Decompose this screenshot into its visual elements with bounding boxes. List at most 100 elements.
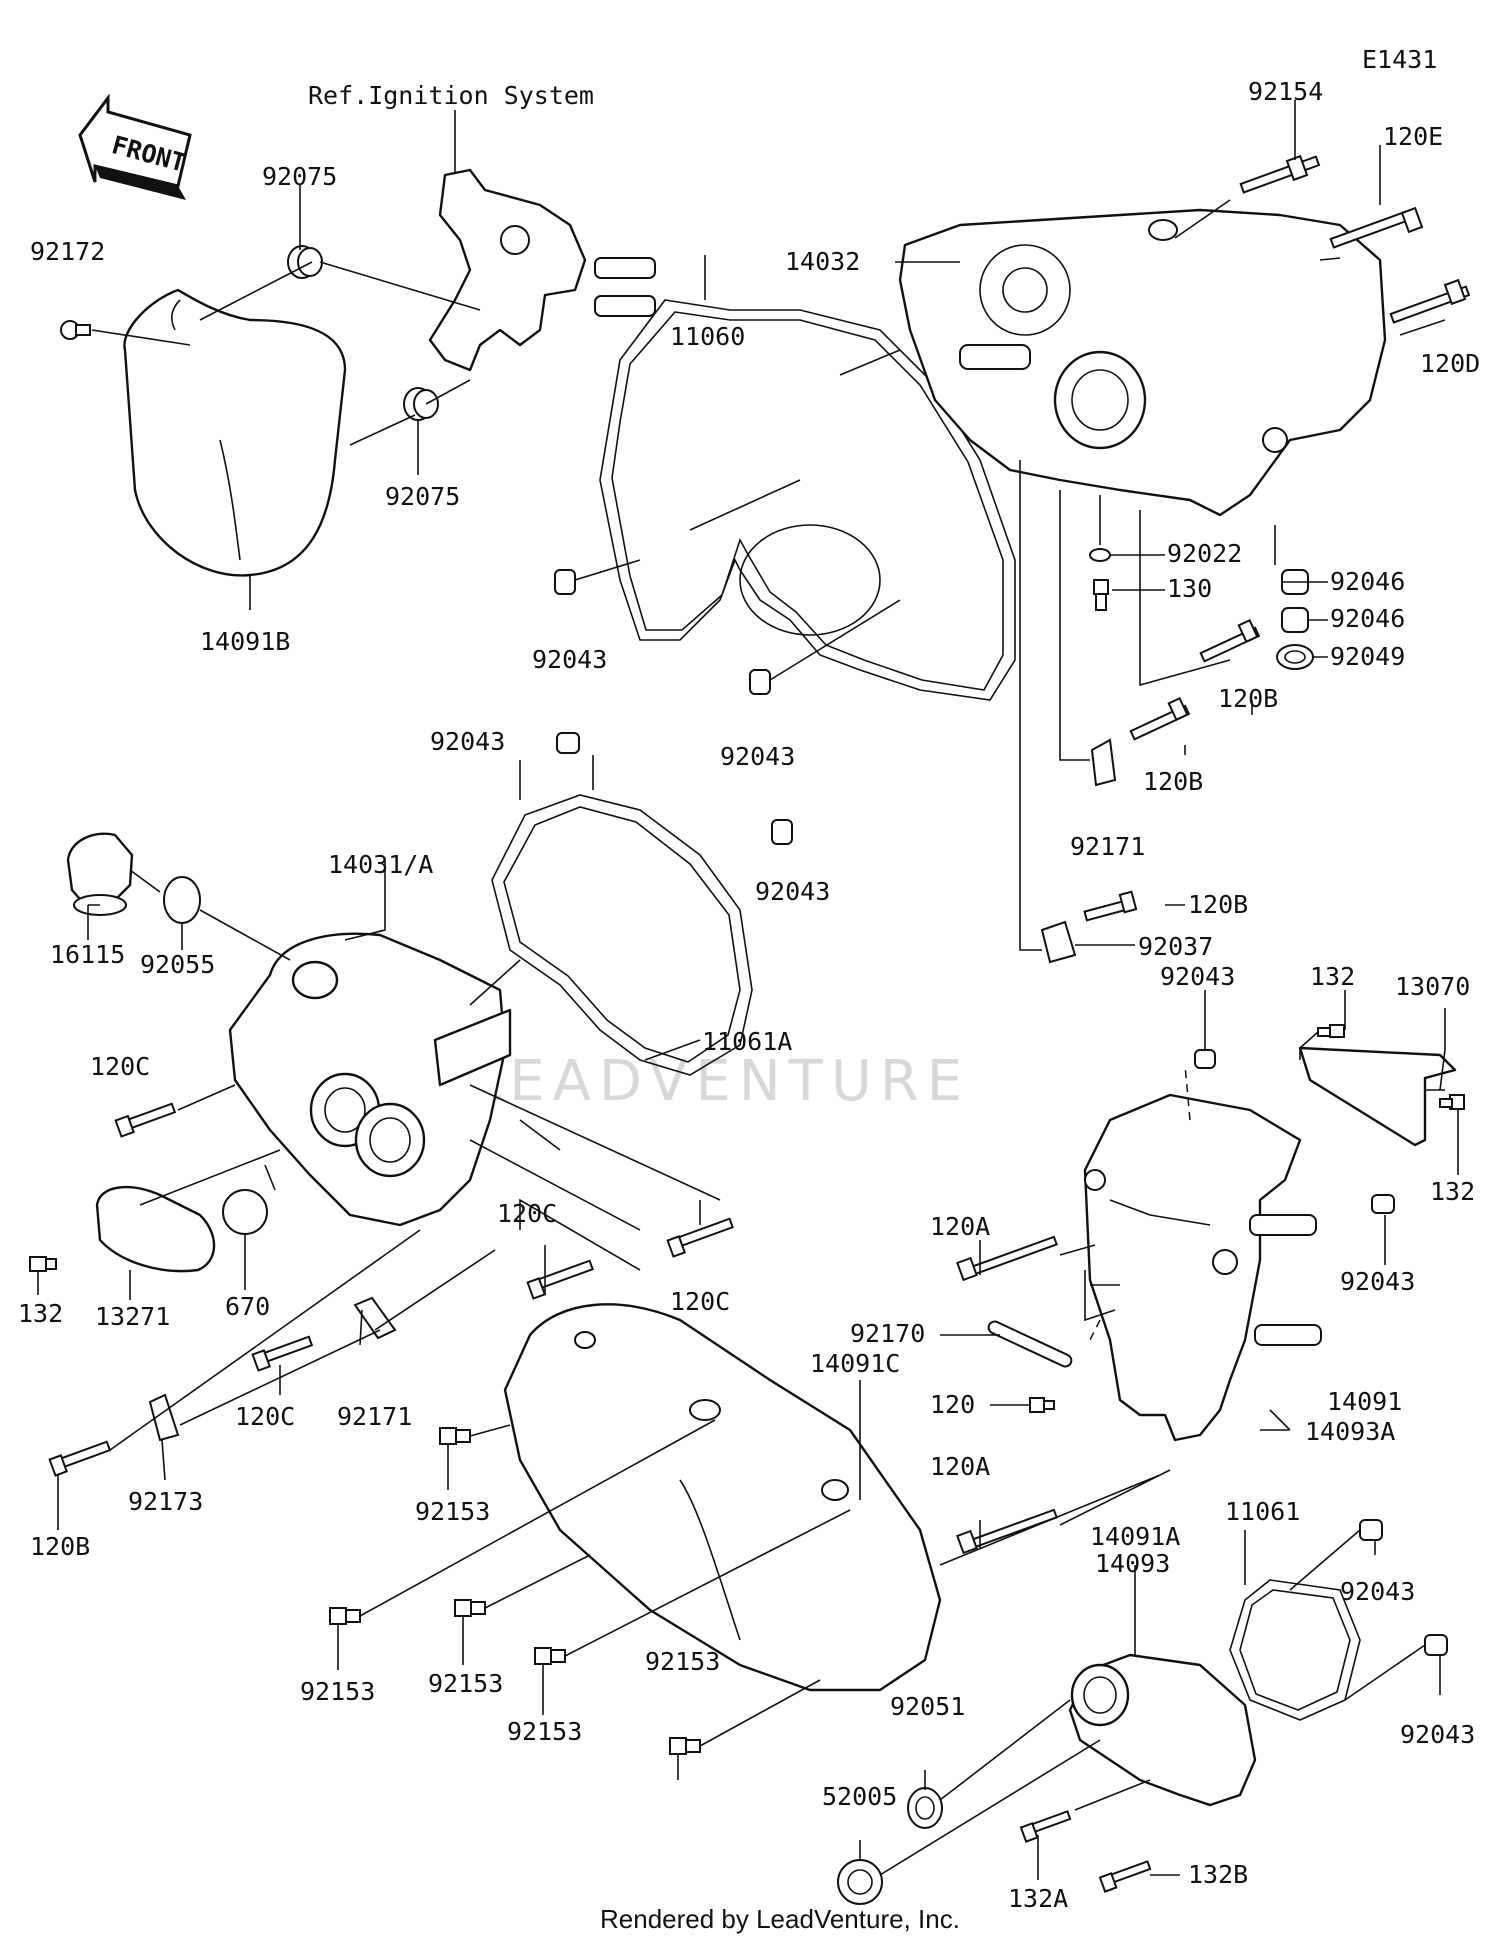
screw-132-c xyxy=(1439,1094,1465,1110)
gasket-11061A xyxy=(491,794,753,1076)
dowel-92043-a xyxy=(554,569,576,595)
bolt-120B-d xyxy=(48,1440,112,1477)
label-13271: 13271 xyxy=(95,1302,170,1331)
cover-13271 xyxy=(95,1185,216,1273)
label-92046-a: 92046 xyxy=(1330,567,1405,596)
bolt-92153-c xyxy=(454,1599,486,1617)
washer-92022 xyxy=(1089,548,1111,562)
label-92043-a: 92043 xyxy=(532,645,607,674)
screw-132-b xyxy=(1317,1024,1345,1038)
label-92170: 92170 xyxy=(850,1319,925,1348)
bolt-132B xyxy=(1098,1860,1152,1893)
label-92153-a: 92153 xyxy=(415,1497,490,1526)
dowel-92043-h xyxy=(1424,1634,1448,1656)
spacer-92046-b xyxy=(1281,607,1309,633)
label-14093A: 14093A xyxy=(1305,1417,1395,1446)
label-92153-c: 92153 xyxy=(428,1669,503,1698)
label-92171-a: 92171 xyxy=(1070,832,1145,861)
screw-132-a xyxy=(29,1256,57,1272)
label-14091C: 14091C xyxy=(810,1349,900,1378)
bolt-92154 xyxy=(1239,154,1321,194)
label-92049: 92049 xyxy=(1330,642,1405,671)
label-92043-c: 92043 xyxy=(430,727,505,756)
label-120B-a: 120B xyxy=(1218,684,1278,713)
label-130: 130 xyxy=(1167,574,1212,603)
dowel-92043-c xyxy=(556,732,580,754)
label-11061A: 11061A xyxy=(702,1027,792,1056)
label-120B-b: 120B xyxy=(1143,767,1203,796)
label-132-a: 132 xyxy=(1310,962,1355,991)
bolt-120C-a xyxy=(114,1102,177,1138)
dowel-92043-f xyxy=(1371,1194,1395,1214)
bolt-120C-c xyxy=(666,1217,734,1258)
label-92037: 92037 xyxy=(1138,932,1213,961)
rod-92170 xyxy=(987,1320,1073,1368)
dowel-92043-g xyxy=(1359,1519,1383,1541)
bolt-92153-a xyxy=(439,1427,471,1445)
o-ring-92055 xyxy=(163,876,201,924)
label-120C-b: 120C xyxy=(497,1199,557,1228)
label-92172: 92172 xyxy=(30,237,105,266)
label-92153-e: 92153 xyxy=(645,1647,720,1676)
seal-92051 xyxy=(907,1787,943,1829)
dowel-92043-e xyxy=(1194,1049,1216,1069)
label-120B-d: 120B xyxy=(30,1532,90,1561)
label-14093: 14093 xyxy=(1095,1549,1170,1578)
label-92046-b: 92046 xyxy=(1330,604,1405,633)
label-92043-h: 92043 xyxy=(1400,1720,1475,1749)
part-14091A-housing xyxy=(1068,1653,1257,1807)
part-14091C-cover xyxy=(503,1303,942,1692)
bolt-120B-a xyxy=(1199,618,1261,663)
label-14032: 14032 xyxy=(785,247,860,276)
label-14031A: 14031/A xyxy=(328,850,433,879)
label-120D: 120D xyxy=(1420,349,1480,378)
label-120C-d: 120C xyxy=(235,1402,295,1431)
clamp-92171-b xyxy=(353,1296,397,1340)
label-92051: 92051 xyxy=(890,1692,965,1721)
footer-credit: Rendered by LeadVenture, Inc. xyxy=(600,1904,960,1934)
label-132-b: 132 xyxy=(1430,1177,1475,1206)
watermark: LEADVENTURE xyxy=(470,1049,970,1114)
label-92043-e: 92043 xyxy=(1160,962,1235,991)
label-92075-bottom: 92075 xyxy=(385,482,460,511)
label-92153-b: 92153 xyxy=(300,1677,375,1706)
front-arrow-icon: FRONT xyxy=(78,93,192,200)
label-120: 120 xyxy=(930,1390,975,1419)
label-92043-g: 92043 xyxy=(1340,1577,1415,1606)
label-92055: 92055 xyxy=(140,950,215,979)
label-670: 670 xyxy=(225,1292,270,1321)
label-120C-a: 120C xyxy=(90,1052,150,1081)
label-16115: 16115 xyxy=(50,940,125,969)
label-92154: 92154 xyxy=(1248,77,1323,106)
part-14032-cover xyxy=(898,208,1387,517)
grommet-92075-top xyxy=(287,245,323,279)
cover-13070 xyxy=(1298,1046,1457,1147)
bolt-120E xyxy=(1329,206,1424,249)
label-120A-a: 120A xyxy=(930,1212,990,1241)
label-120B-c: 120B xyxy=(1188,890,1248,919)
gasket-11060 xyxy=(599,299,1016,701)
dowel-92043-d xyxy=(771,819,793,845)
label-11061: 11061 xyxy=(1225,1497,1300,1526)
bolt-120C-b xyxy=(526,1259,594,1300)
label-11060: 11060 xyxy=(670,322,745,351)
label-14091A: 14091A xyxy=(1090,1522,1180,1551)
label-14091B: 14091B xyxy=(200,627,290,656)
o-ring-670 xyxy=(222,1189,268,1235)
label-120A-b: 120A xyxy=(930,1452,990,1481)
label-92173: 92173 xyxy=(128,1487,203,1516)
label-132A: 132A xyxy=(1008,1884,1068,1913)
label-92022: 92022 xyxy=(1167,539,1242,568)
label-92075-top: 92075 xyxy=(262,162,337,191)
label-92153-d: 92153 xyxy=(507,1717,582,1746)
label-120E: 120E xyxy=(1383,122,1443,151)
part-14031A-cover xyxy=(228,932,512,1227)
clamp-92037 xyxy=(1040,920,1077,964)
bolt-120 xyxy=(1029,1397,1055,1413)
label-14091: 14091 xyxy=(1327,1387,1402,1416)
dowel-92043-b xyxy=(749,669,771,695)
diagram-code: E1431 xyxy=(1362,45,1437,74)
label-120C-c: 120C xyxy=(670,1287,730,1316)
seal-52005 xyxy=(837,1859,883,1905)
